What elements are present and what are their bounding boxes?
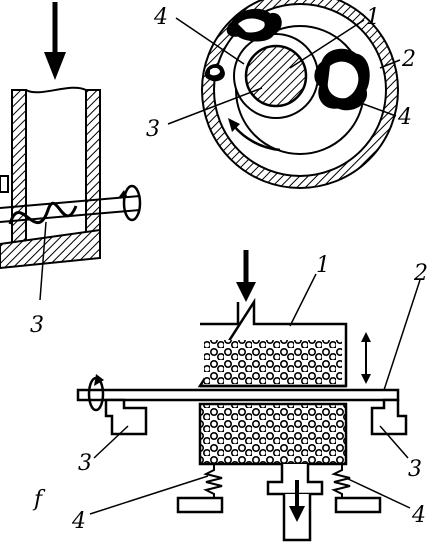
press-feed-arrow-icon: [236, 250, 256, 302]
foot-left: [176, 496, 224, 514]
spring-right: [331, 464, 351, 500]
vessel-left-wall: [11, 89, 27, 261]
feed-arrow-icon: [44, 2, 66, 80]
rotation-arrow-icon: [118, 184, 142, 222]
mill-label-3: 3: [146, 117, 160, 142]
mill-cross-section: 4 1 2 3 4: [146, 0, 416, 189]
foot-right: [334, 496, 382, 514]
press-label-4-left: 4: [71, 509, 86, 534]
mill-label-4-upper: 4: [153, 5, 168, 30]
vessel-bottom: [0, 228, 101, 270]
lower-charge: [198, 402, 348, 466]
press-label-1: 1: [316, 253, 330, 278]
press-label-3-right: 3: [408, 457, 422, 482]
mill-label-2: 2: [401, 47, 416, 72]
press-rotation-arrow-icon: [87, 374, 105, 412]
mill-rotation-arrow-icon: [228, 118, 240, 132]
vertical-motion-arrow-icon: [361, 332, 371, 384]
press-assembly: 1 2 3 3 4 4 f: [32, 250, 428, 542]
left-device: 3: [0, 2, 142, 338]
support-right: [370, 398, 408, 436]
press-label-4-right: 4: [411, 503, 426, 528]
upper-charge: [204, 340, 342, 384]
mill-label-1: 1: [366, 5, 380, 30]
spring-left: [203, 464, 223, 500]
mill-label-4-lower: 4: [397, 105, 412, 130]
press-label-3-left: 3: [78, 451, 92, 476]
panel-letter: f: [32, 487, 46, 512]
mill-center-shaft: [244, 44, 308, 108]
screw-element: [8, 201, 78, 225]
discharge-arrow-icon: [289, 480, 305, 522]
press-label-2: 2: [413, 261, 428, 286]
support-left: [104, 398, 148, 436]
press-plate: [76, 388, 400, 402]
left-device-label-3: 3: [30, 313, 44, 338]
